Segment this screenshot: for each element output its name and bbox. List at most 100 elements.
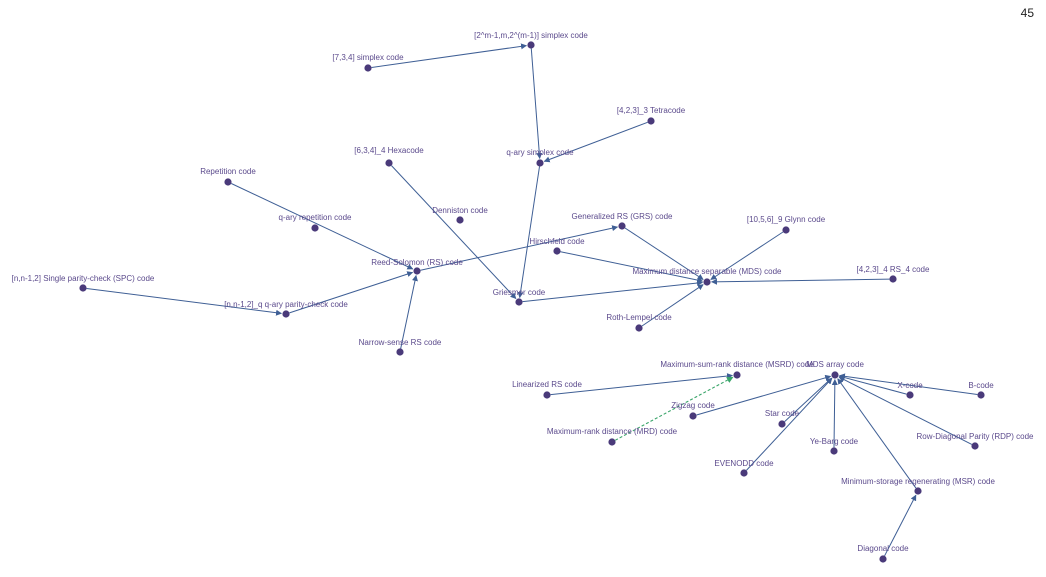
node-dot-glynn[interactable] — [782, 226, 790, 234]
node-zigzag[interactable]: Zigzag code — [671, 401, 715, 420]
node-label-ye_barg: Ye-Barg code — [810, 437, 859, 446]
node-roth_lempel[interactable]: Roth-Lempel code — [606, 313, 672, 332]
nodes-layer: [2^m-1,m,2^(m-1)] simplex code [7,3,4] si… — [12, 31, 1034, 563]
node-x_code[interactable]: X-code — [897, 381, 923, 399]
node-label-spc: [n,n-1,2] Single parity-check (SPC) code — [12, 274, 155, 283]
node-label-zigzag: Zigzag code — [671, 401, 715, 410]
node-dot-rs[interactable] — [413, 267, 421, 275]
node-dot-repetition[interactable] — [224, 178, 232, 186]
node-label-rs: Reed-Solomon (RS) code — [371, 258, 463, 267]
node-dot-hirschfeld[interactable] — [553, 247, 561, 255]
edge-repetition-to-rs — [231, 183, 414, 270]
node-dot-qary_repetition[interactable] — [311, 224, 319, 232]
node-qary_simplex[interactable]: q-ary simplex code — [506, 148, 574, 167]
node-diagonal[interactable]: Diagonal code — [857, 544, 909, 563]
node-dot-linearized_rs[interactable] — [543, 391, 551, 399]
node-dot-roth_lempel[interactable] — [635, 324, 643, 332]
node-repetition[interactable]: Repetition code — [200, 167, 256, 186]
node-mds_array[interactable]: MDS array code — [806, 360, 864, 379]
node-dot-denniston[interactable] — [456, 216, 464, 224]
node-glynn[interactable]: [10,5,6]_9 Glynn code — [747, 215, 826, 234]
edge-msr-to-mds_array — [837, 378, 917, 489]
node-label-rdp: Row-Diagonal Parity (RDP) code — [917, 432, 1034, 441]
node-label-hirschfeld: Hirschfeld code — [529, 237, 585, 246]
edges-layer — [86, 43, 978, 557]
node-spc[interactable]: [n,n-1,2] Single parity-check (SPC) code — [12, 274, 155, 292]
node-denniston[interactable]: Denniston code — [432, 206, 488, 224]
edge-linearized_rs-to-msrd — [550, 373, 733, 396]
node-qary_parity[interactable]: [n,n-1,2]_q q-ary parity-check code — [224, 300, 348, 318]
node-dot-b_code[interactable] — [977, 391, 985, 399]
node-dot-mrd[interactable] — [608, 438, 616, 446]
node-dot-tetracode[interactable] — [647, 117, 655, 125]
node-dot-msr[interactable] — [914, 487, 922, 495]
edge-tetracode-to-qary_simplex — [543, 121, 648, 163]
node-dot-star[interactable] — [778, 420, 786, 428]
node-hirschfeld[interactable]: Hirschfeld code — [529, 237, 585, 255]
node-dot-simplex_general[interactable] — [527, 41, 535, 49]
node-label-mds: Maximum distance separable (MDS) code — [633, 267, 782, 276]
edge-b_code-to-mds_array — [839, 373, 978, 395]
node-dot-evenodd[interactable] — [740, 469, 748, 477]
edge-x_code-to-mds_array — [838, 374, 907, 395]
node-dot-rs4[interactable] — [889, 275, 897, 283]
edge-rs4-to-mds — [711, 278, 890, 285]
node-label-tetracode: [4,2,3]_3 Tetracode — [617, 106, 686, 115]
edge-diagonal-to-msr — [884, 494, 917, 557]
node-rs[interactable]: Reed-Solomon (RS) code — [371, 258, 463, 275]
edge-roth_lempel-to-mds — [641, 284, 704, 327]
node-simplex_general[interactable]: [2^m-1,m,2^(m-1)] simplex code — [474, 31, 588, 49]
node-dot-diagonal[interactable] — [879, 555, 887, 563]
edge-star-to-mds_array — [784, 377, 833, 422]
node-griesmer[interactable]: Griesmer code — [493, 288, 546, 306]
edge-evenodd-to-mds_array — [746, 377, 833, 471]
node-label-repetition: Repetition code — [200, 167, 256, 176]
node-star[interactable]: Star code — [765, 409, 800, 428]
node-dot-griesmer[interactable] — [515, 298, 523, 306]
node-dot-qary_simplex[interactable] — [536, 159, 544, 167]
node-dot-zigzag[interactable] — [689, 412, 697, 420]
node-label-qary_parity: [n,n-1,2]_q q-ary parity-check code — [224, 300, 348, 309]
edge-hexacode-to-griesmer — [391, 165, 517, 300]
edge-qary_simplex-to-griesmer — [517, 166, 540, 299]
node-label-roth_lempel: Roth-Lempel code — [606, 313, 672, 322]
node-dot-simplex_734[interactable] — [364, 64, 372, 72]
node-qary_repetition[interactable]: q-ary repetition code — [279, 213, 352, 232]
node-label-simplex_734: [7,3,4] simplex code — [332, 53, 404, 62]
node-tetracode[interactable]: [4,2,3]_3 Tetracode — [617, 106, 686, 125]
node-rs4[interactable]: [4,2,3]_4 RS_4 code — [857, 265, 930, 283]
node-dot-ye_barg[interactable] — [830, 447, 838, 455]
node-narrow_rs[interactable]: Narrow-sense RS code — [359, 338, 442, 356]
node-rdp[interactable]: Row-Diagonal Parity (RDP) code — [917, 432, 1034, 450]
edge-ye_barg-to-mds_array — [831, 379, 838, 448]
node-hexacode[interactable]: [6,3,4]_4 Hexacode — [354, 146, 424, 167]
edge-spc-to-qary_parity — [86, 288, 282, 316]
node-dot-mds[interactable] — [703, 278, 711, 286]
edge-qary_parity-to-rs — [289, 271, 414, 314]
node-dot-grs[interactable] — [618, 222, 626, 230]
node-mrd[interactable]: Maximum-rank distance (MRD) code — [547, 427, 678, 446]
edge-mrd-to-msrd — [614, 376, 734, 441]
node-b_code[interactable]: B-code — [968, 381, 994, 399]
node-label-denniston: Denniston code — [432, 206, 488, 215]
edge-simplex_general-to-qary_simplex — [530, 48, 543, 159]
node-label-rs4: [4,2,3]_4 RS_4 code — [857, 265, 930, 274]
edge-hirschfeld-to-mds — [560, 251, 704, 283]
node-linearized_rs[interactable]: Linearized RS code — [512, 380, 582, 399]
node-dot-rdp[interactable] — [971, 442, 979, 450]
node-evenodd[interactable]: EVENODD code — [714, 459, 774, 477]
node-dot-narrow_rs[interactable] — [396, 348, 404, 356]
node-dot-mds_array[interactable] — [831, 371, 839, 379]
node-ye_barg[interactable]: Ye-Barg code — [810, 437, 859, 455]
node-simplex_734[interactable]: [7,3,4] simplex code — [332, 53, 404, 72]
node-dot-msrd[interactable] — [733, 371, 741, 379]
node-dot-qary_parity[interactable] — [282, 310, 290, 318]
node-dot-hexacode[interactable] — [385, 159, 393, 167]
node-dot-x_code[interactable] — [906, 391, 914, 399]
node-grs[interactable]: Generalized RS (GRS) code — [572, 212, 673, 230]
node-dot-spc[interactable] — [79, 284, 87, 292]
node-msrd[interactable]: Maximum-sum-rank distance (MSRD) code — [660, 360, 814, 379]
node-mds[interactable]: Maximum distance separable (MDS) code — [633, 267, 782, 286]
node-msr[interactable]: Minimum-storage regenerating (MSR) code — [841, 477, 995, 495]
node-label-diagonal: Diagonal code — [857, 544, 909, 553]
